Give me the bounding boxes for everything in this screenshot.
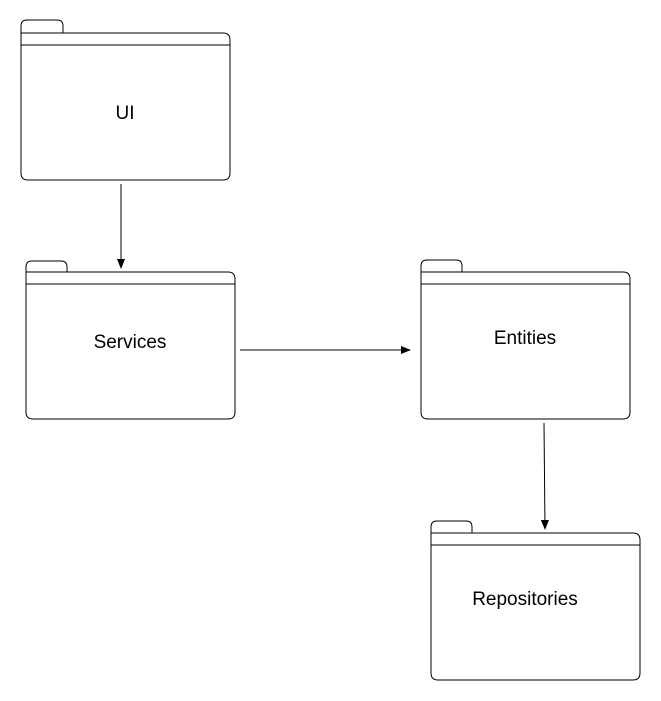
package-repositories-label: Repositories (472, 589, 578, 610)
package-services-body (25, 271, 236, 420)
package-repositories-body (430, 532, 641, 681)
package-ui-body (20, 32, 231, 181)
package-ui-label: UI (116, 103, 135, 124)
package-services-label: Services (94, 332, 167, 353)
package-entities-body (420, 271, 631, 420)
arrow-entities-to-repositories (540, 422, 549, 530)
package-ui[interactable]: UI (20, 19, 231, 181)
package-repositories[interactable]: Repositories (430, 520, 641, 681)
package-services[interactable]: Services (25, 260, 236, 420)
package-entities[interactable]: Entities (420, 259, 631, 420)
package-entities-label: Entities (494, 328, 556, 349)
